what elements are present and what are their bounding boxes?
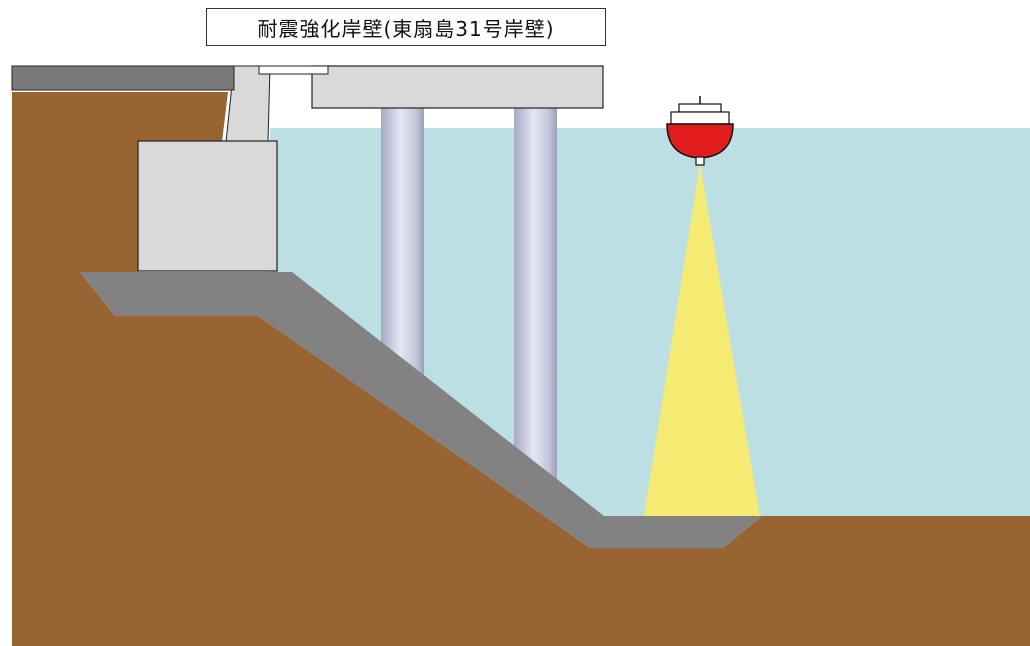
- steel-pile-left: [381, 108, 424, 388]
- deck-slab: [311, 65, 604, 109]
- diagram-title: 耐震強化岸壁(東扇島31号岸壁): [206, 8, 606, 46]
- steel-pile-right: [514, 108, 557, 488]
- soil-ground: [12, 92, 1030, 646]
- apron-pavement: [11, 65, 235, 91]
- survey-boat-icon: [666, 96, 734, 166]
- deck-joint: [258, 65, 329, 75]
- caisson-block: [137, 140, 278, 272]
- sonar-beam: [644, 164, 760, 516]
- rubble-mound: [80, 272, 762, 548]
